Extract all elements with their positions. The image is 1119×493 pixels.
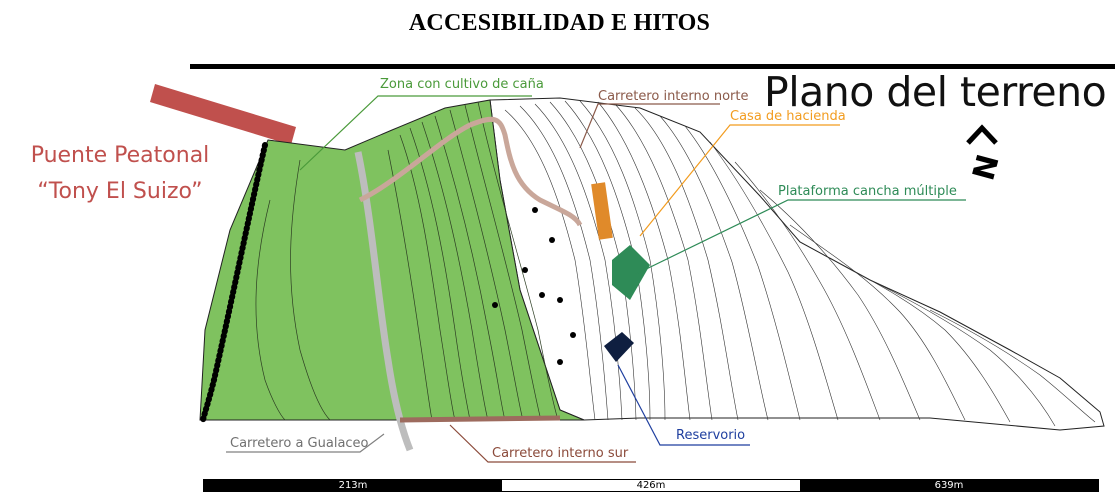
terrain-area: [489, 97, 1105, 431]
road-norte: [358, 116, 583, 227]
road-gualaceo: [354, 151, 414, 452]
label-carretero-sur: Carretero interno sur: [492, 446, 629, 461]
label-plataforma: Plataforma cancha múltiple: [778, 184, 957, 199]
reservorio-shape: [604, 332, 634, 362]
bridge-label: Puente Peatonal “Tony El Suizo”: [10, 138, 230, 210]
casa-hacienda-shape: [591, 182, 613, 240]
page-title: ACCESIBILIDAD E HITOS: [408, 10, 711, 36]
bridge-label-line1: Puente Peatonal: [30, 143, 210, 168]
leader-lines: [226, 95, 966, 463]
cultivo-zone: [199, 99, 585, 421]
bridge-shape: [150, 84, 296, 145]
scale-segment: 213m: [204, 480, 502, 491]
scale-segment: 639m: [800, 480, 1098, 491]
label-reservorio: Reservorio: [676, 428, 746, 443]
map-title: Plano del terreno: [764, 68, 1107, 116]
title-rule: [190, 64, 1115, 69]
road-sur: [399, 415, 561, 423]
label-carretero-norte: Carretero interno norte: [598, 89, 749, 104]
label-carretero-gualaceo: Carretero a Gualaceo: [230, 436, 369, 451]
label-zona-cultivo: Zona con cultivo de caña: [380, 77, 544, 92]
scale-bar: 213m 426m 639m: [203, 479, 1099, 492]
label-casa-hacienda: Casa de hacienda: [730, 109, 846, 124]
border-dots: [200, 142, 268, 423]
plataforma-shape: [612, 245, 650, 300]
north-arrow-icon: [966, 124, 998, 145]
marker-points: [492, 207, 576, 365]
scale-segment: 426m: [502, 480, 800, 491]
bridge-label-line2: “Tony El Suizo”: [37, 179, 203, 204]
green-contours: [255, 101, 559, 421]
